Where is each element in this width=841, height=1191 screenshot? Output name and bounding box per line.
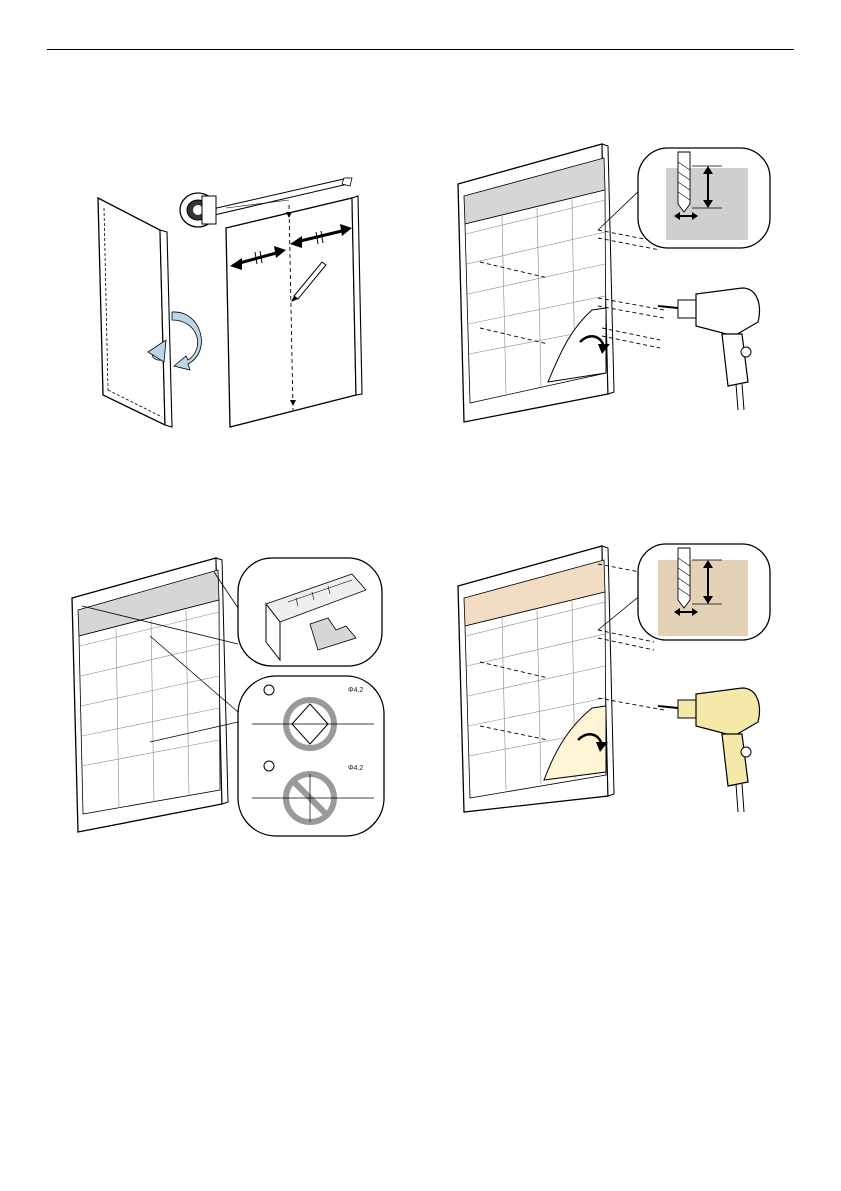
- tape-alignment-detail: [238, 558, 382, 666]
- hinge-check-detail: Φ4.2 Φ4.2: [238, 676, 384, 836]
- drill-depth-detail: [598, 148, 770, 248]
- step-4-illustration: [452, 540, 782, 830]
- drill-icon: [658, 688, 759, 812]
- template-sheet: [78, 570, 220, 814]
- step-2-illustration: [452, 138, 782, 428]
- drill-icon: [658, 288, 759, 410]
- step-1-illustration: [90, 170, 370, 440]
- hinge-label-top: Φ4.2: [348, 687, 363, 694]
- header-rule: [47, 49, 794, 50]
- drill-depth-detail: [598, 544, 770, 640]
- step-3-illustration: Φ4.2 Φ4.2: [66, 552, 388, 842]
- hinge-label-bottom: Φ4.2: [348, 765, 363, 772]
- side-panel: [98, 198, 172, 427]
